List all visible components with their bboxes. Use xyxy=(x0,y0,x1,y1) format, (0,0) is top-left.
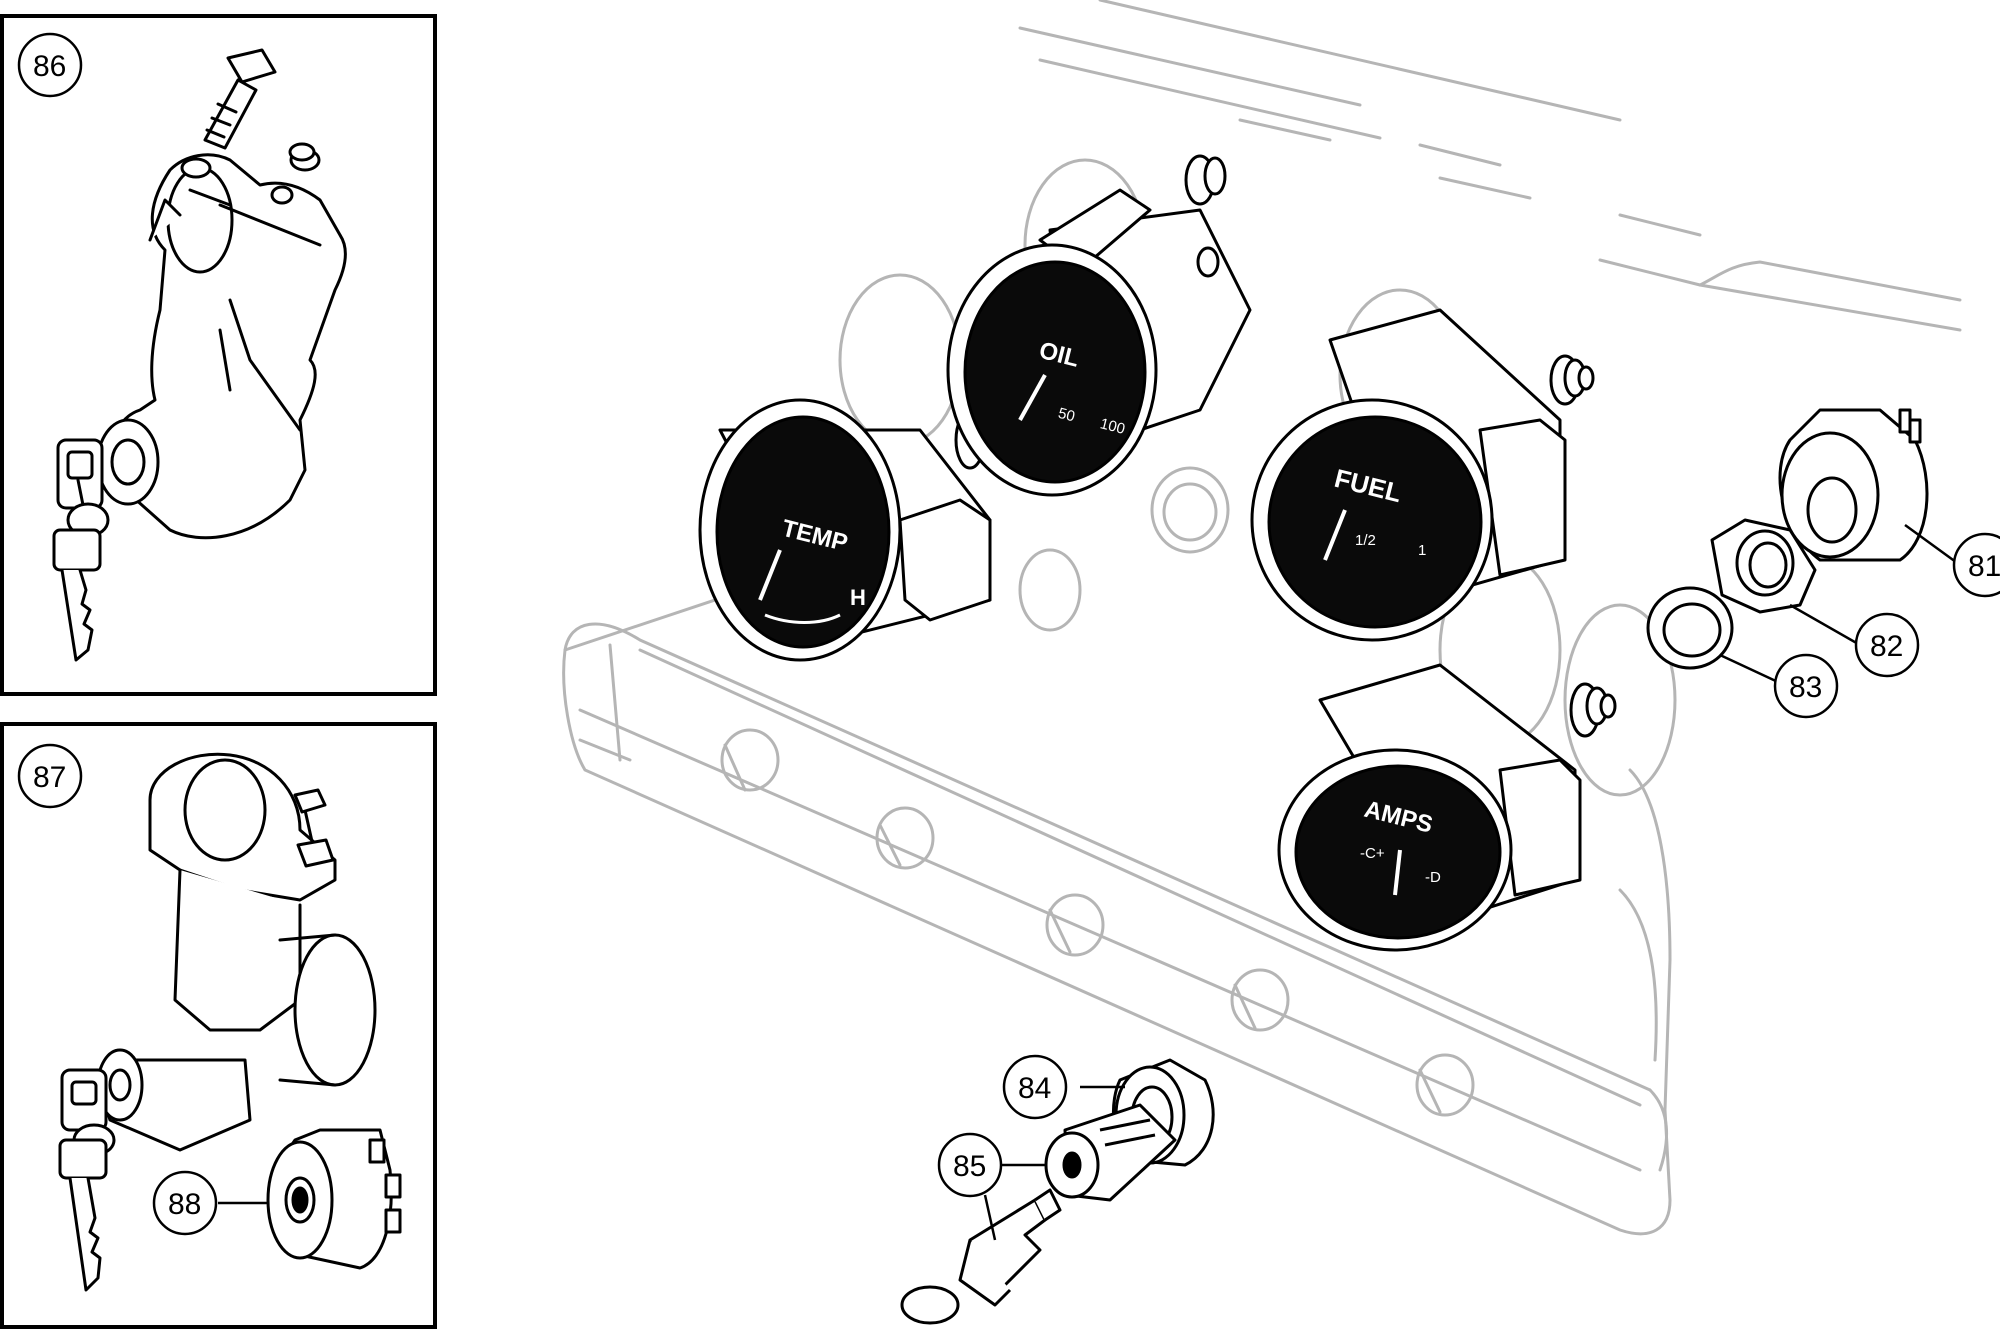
callout-83: 83 xyxy=(1773,653,1839,719)
lock-barrel-85 xyxy=(1044,1103,1177,1202)
callout-84: 84 xyxy=(1002,1054,1068,1120)
svg-text:81: 81 xyxy=(1968,550,2000,583)
svg-text:83: 83 xyxy=(1789,671,1822,704)
callout-85: 85 xyxy=(937,1132,1003,1198)
svg-text:85: 85 xyxy=(953,1150,986,1183)
switch-81 xyxy=(1778,408,1929,562)
callout-81: 81 xyxy=(1952,532,2000,598)
key-85 xyxy=(900,1188,1062,1325)
amps-gauge-needle xyxy=(1393,849,1402,896)
callout-86: 86 xyxy=(17,32,83,98)
ignition-switch-88 xyxy=(266,1128,402,1270)
temp-gauge-needle xyxy=(758,549,782,601)
svg-text:82: 82 xyxy=(1870,630,1903,663)
fuel-gauge-mark-high: 1 xyxy=(1418,542,1426,559)
fuel-gauge-mark-mid: 1/2 xyxy=(1355,532,1376,549)
callout-87: 87 xyxy=(17,743,83,809)
fuel-gauge-needle xyxy=(1323,509,1347,561)
nut-82 xyxy=(1710,518,1817,614)
svg-text:86: 86 xyxy=(33,50,66,83)
temp-gauge-mark: H xyxy=(850,585,866,610)
amps-gauge: AMPS -C+ -D xyxy=(1277,663,1617,952)
steering-lock-assembly xyxy=(52,48,347,662)
amps-gauge-mark-left: -C+ xyxy=(1360,845,1385,862)
svg-text:84: 84 xyxy=(1018,1072,1051,1105)
amps-gauge-mark-right: -D xyxy=(1425,869,1441,886)
ignition-column-assembly xyxy=(58,752,377,1292)
oil-gauge-mark-mid: 50 xyxy=(1056,405,1076,426)
temp-gauge: TEMP H xyxy=(698,398,1010,662)
washer-83 xyxy=(1646,586,1734,670)
callout-88: 88 xyxy=(152,1170,218,1236)
callouts xyxy=(218,523,1961,1241)
svg-text:88: 88 xyxy=(168,1188,201,1221)
oil-gauge-mark-high: 100 xyxy=(1098,415,1126,438)
svg-text:87: 87 xyxy=(33,761,66,794)
fuel-gauge: FUEL 1/2 1 xyxy=(1250,308,1595,642)
oil-gauge-needle xyxy=(1018,374,1047,421)
callout-82: 82 xyxy=(1854,612,1920,678)
oil-gauge: OIL 50 100 xyxy=(946,154,1252,497)
inset-87-frame xyxy=(0,722,437,1329)
inset-86-frame xyxy=(0,14,437,696)
